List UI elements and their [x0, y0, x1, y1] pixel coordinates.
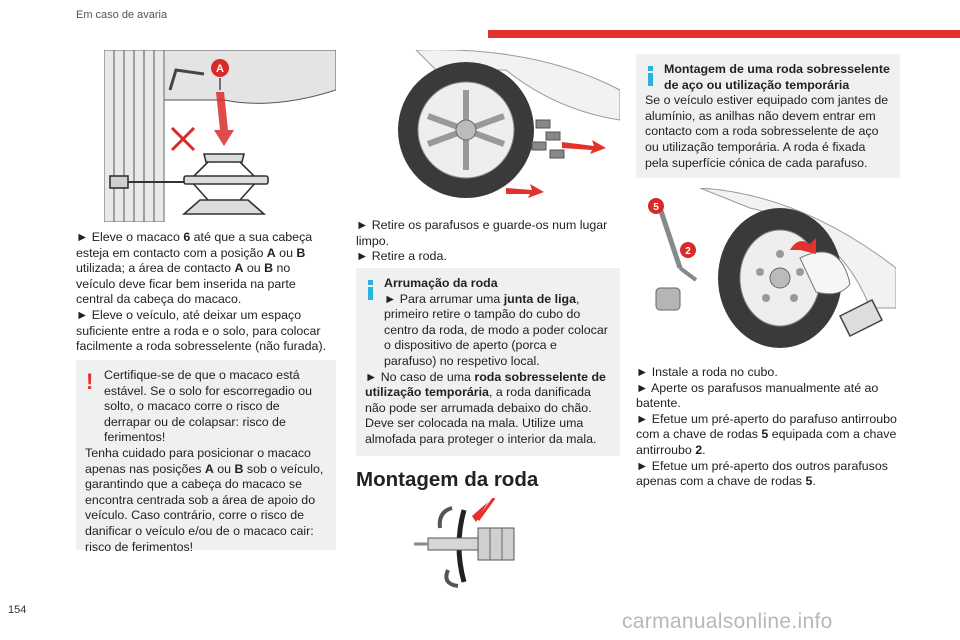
info-title: Montagem de uma roda sobresselente de aç… [664, 62, 890, 92]
wheel-removal-illustration [356, 50, 620, 210]
hub-bolt-illustration [408, 498, 558, 590]
step-raise-vehicle: ► Eleve o veículo, até deixar um espaço … [76, 307, 327, 354]
info-icon [648, 66, 653, 86]
info-para-1: ► Para arrumar uma junta de liga, primei… [384, 291, 608, 368]
warning-text-2: Tenha cuidado para posicionar o macaco a… [85, 445, 324, 554]
section-title: Montagem da roda [356, 468, 539, 491]
fig-label-2: 2 [685, 246, 691, 257]
step-install-wheel: ► Instale a roda no cubo. [636, 365, 778, 379]
col1-steps: ► Eleve o macaco 6 até que a sua cabeça … [76, 230, 328, 355]
warning-text-1: Certifique-se de que o macaco está estáv… [104, 368, 313, 445]
jack-illustration: A [104, 50, 336, 222]
info-body: Se o veículo estiver equipado com jantes… [645, 93, 889, 170]
fig-label-5: 5 [653, 202, 659, 213]
col3-steps: ► Instale a roda no cubo. ► Aperte os pa… [636, 365, 900, 490]
wheel-fitting-illustration: 5 2 [640, 188, 896, 356]
info-para-2: ► No caso de uma roda sobresselente de u… [365, 369, 606, 446]
step-raise-jack: ► Eleve o macaco 6 até que a sua cabeça … [76, 230, 313, 307]
warning-box: ! Certifique-se de que o macaco está est… [76, 360, 336, 554]
info-title: Arrumação da roda [384, 276, 498, 290]
page-number: 154 [8, 604, 27, 616]
info-box-wheel-storage: Arrumação da roda ► Para arrumar uma jun… [356, 268, 620, 456]
step-other-bolts: ► Efetue um pré-aperto dos outros parafu… [636, 458, 888, 489]
warning-icon: ! [86, 369, 94, 394]
fig-label-a: A [216, 63, 224, 75]
step-remove-wheel: ► Retire a roda. [356, 249, 447, 264]
header-accent-bar [488, 30, 960, 38]
watermark: carmanualsonline.info [622, 610, 833, 633]
step-tighten-by-hand: ► Aperte os parafusos manualmente até ao… [636, 380, 879, 411]
info-icon [368, 280, 373, 300]
running-header: Em caso de avaria [76, 9, 168, 21]
col2-steps: ► Retire os parafusos e guarde-os num lu… [356, 218, 616, 265]
step-antitheft-bolt: ► Efetue um pré-aperto do parafuso antir… [636, 411, 897, 457]
step-remove-bolts: ► Retire os parafusos e guarde-os num lu… [356, 218, 608, 248]
info-box-spare-wheel: Montagem de uma roda sobresselente de aç… [636, 54, 900, 178]
